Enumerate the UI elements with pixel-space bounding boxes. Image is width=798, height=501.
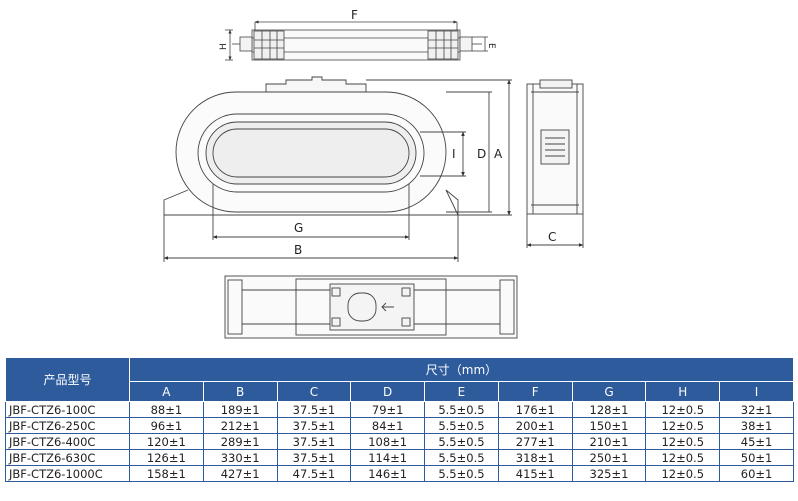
value-cell: 427±1 [202,465,278,482]
label-G: G [294,221,303,235]
value-cell: 318±1 [497,449,573,466]
top-view [225,20,488,61]
size-header: 尺寸（mm） [129,357,794,382]
table-row: JBF-CTZ6-400C 120±1 289±1 37.5±1 108±1 5… [5,433,794,450]
value-cell: 120±1 [129,433,204,450]
label-E: E [486,43,496,49]
value-cell: 12±0.5 [645,449,721,466]
value-cell: 45±1 [719,433,794,450]
value-cell: 277±1 [497,433,573,450]
value-cell: 84±1 [350,417,426,434]
column-header: F [497,381,573,402]
value-cell: 47.5±1 [276,465,352,482]
value-cell: 158±1 [129,465,204,482]
spec-table: 产品型号 尺寸（mm） A B C D E F G H I JBF-CTZ6-1… [5,357,794,482]
bottom-view [224,275,518,339]
model-cell: JBF-CTZ6-250C [5,417,130,434]
model-header: 产品型号 [5,357,130,402]
column-header: H [645,381,721,402]
table-row: JBF-CTZ6-250C 96±1 212±1 37.5±1 84±1 5.5… [5,417,794,434]
table-row: JBF-CTZ6-630C 126±1 330±1 37.5±1 114±1 5… [5,449,794,466]
value-cell: 415±1 [497,465,573,482]
value-cell: 5.5±0.5 [424,449,499,466]
value-cell: 37.5±1 [276,449,352,466]
value-cell: 88±1 [129,401,204,418]
label-C: C [548,230,556,244]
value-cell: 114±1 [350,449,426,466]
column-header: E [424,381,499,402]
label-D: D [477,147,486,161]
model-cell: JBF-CTZ6-1000C [5,465,130,482]
value-cell: 289±1 [202,433,278,450]
value-cell: 79±1 [350,401,426,418]
value-cell: 60±1 [719,465,794,482]
column-header: G [571,381,647,402]
value-cell: 128±1 [571,401,647,418]
label-B: B [294,243,302,257]
model-cell: JBF-CTZ6-400C [5,433,130,450]
value-cell: 50±1 [719,449,794,466]
column-header: A [129,381,204,402]
technical-drawing: F H E I D A G B [163,8,584,339]
value-cell: 5.5±0.5 [424,417,499,434]
table-row: JBF-CTZ6-100C 88±1 189±1 37.5±1 79±1 5.5… [5,401,794,418]
value-cell: 37.5±1 [276,417,352,434]
column-header: I [719,381,794,402]
label-F: F [351,8,358,22]
value-cell: 96±1 [129,417,204,434]
value-cell: 200±1 [497,417,573,434]
value-cell: 12±0.5 [645,417,721,434]
value-cell: 37.5±1 [276,433,352,450]
column-header: D [350,381,426,402]
value-cell: 210±1 [571,433,647,450]
value-cell: 32±1 [719,401,794,418]
drawing-svg: F H E I D A G B [163,8,584,339]
value-cell: 325±1 [571,465,647,482]
value-cell: 250±1 [571,449,647,466]
value-cell: 146±1 [350,465,426,482]
value-cell: 126±1 [129,449,204,466]
label-A: A [494,147,503,161]
value-cell: 330±1 [202,449,278,466]
value-cell: 5.5±0.5 [424,465,499,482]
column-header: B [202,381,278,402]
table-header-row: 产品型号 尺寸（mm） [5,357,794,402]
label-I: I [452,147,456,161]
side-view [526,79,584,248]
value-cell: 5.5±0.5 [424,401,499,418]
value-cell: 5.5±0.5 [424,433,499,450]
value-cell: 12±0.5 [645,401,721,418]
table-row: JBF-CTZ6-1000C 158±1 427±1 47.5±1 146±1 … [5,465,794,482]
value-cell: 12±0.5 [645,465,721,482]
value-cell: 189±1 [202,401,278,418]
model-cell: JBF-CTZ6-100C [5,401,130,418]
value-cell: 12±0.5 [645,433,721,450]
value-cell: 176±1 [497,401,573,418]
value-cell: 212±1 [202,417,278,434]
front-view [163,76,512,262]
value-cell: 150±1 [571,417,647,434]
label-H: H [219,43,229,50]
model-cell: JBF-CTZ6-630C [5,449,130,466]
value-cell: 38±1 [719,417,794,434]
value-cell: 37.5±1 [276,401,352,418]
column-header: C [276,381,352,402]
value-cell: 108±1 [350,433,426,450]
column-header-row: A B C D E F G H I [6,381,794,402]
